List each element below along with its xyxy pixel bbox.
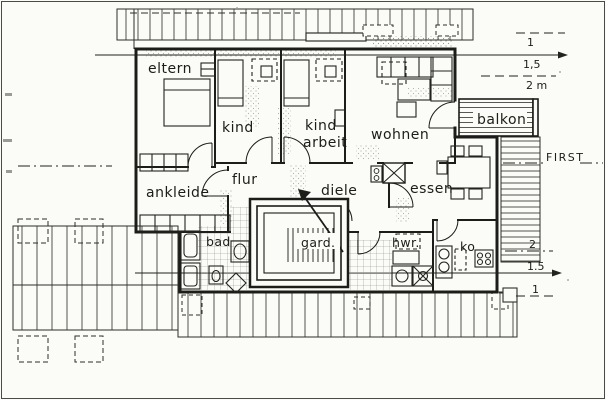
- gard-label-bg: [296, 233, 340, 249]
- roof-hatch-bottom-left: [12, 218, 179, 363]
- room-label-bad: bad: [206, 234, 231, 249]
- door-swings: [187, 101, 459, 255]
- balcony-label-bg: [473, 110, 527, 127]
- stair-block: [248, 189, 350, 289]
- room-label-eltern: eltern: [148, 61, 192, 77]
- tiled-floors: [198, 207, 392, 290]
- stove: [370, 165, 383, 183]
- ridge-label: FIRST: [546, 151, 584, 164]
- furniture-ankleide: [139, 153, 231, 233]
- furniture-eltern: [163, 62, 216, 127]
- room-label-balkon: balkon: [477, 112, 526, 128]
- arrow-head-bottom: [552, 269, 562, 277]
- arrow-head-top: [558, 51, 568, 59]
- roof-hatch-top: [116, 8, 474, 49]
- height-label-bottom-1: 1: [532, 283, 539, 296]
- room-labels: eltern kind kind arbeit wohnen balkon an…: [146, 61, 526, 254]
- height-label-bottom-1-5: 1.5: [527, 260, 545, 273]
- roof-hatch-right: [500, 136, 541, 263]
- room-label-gard: gard.: [301, 235, 335, 250]
- annotation-labels: FIRST 1 1,5 2 m 2 1.5 1: [523, 36, 584, 296]
- roof-hatch-bottom: [177, 287, 518, 338]
- stair-arrow-head: [298, 189, 311, 201]
- room-label-essen: essen: [410, 181, 453, 197]
- fixtures-bad: [180, 230, 250, 294]
- room-label-ko: ko: [460, 239, 475, 254]
- furniture-kind: [217, 58, 278, 107]
- height-label-top-1-5: 1,5: [523, 58, 541, 71]
- balcony: [458, 98, 539, 137]
- room-label-kind: kind: [222, 120, 254, 136]
- height-label-top-1: 1: [527, 36, 534, 49]
- chimney: [370, 162, 406, 184]
- fixtures-ko: [435, 245, 494, 279]
- room-label-kind-arbeit-2: arbeit: [303, 135, 347, 151]
- furniture-wohnen: [376, 56, 453, 118]
- room-label-wohnen: wohnen: [371, 127, 429, 143]
- fixtures-hwr: [391, 233, 434, 287]
- room-label-diele: diele: [321, 183, 357, 199]
- measure-lines: [18, 32, 603, 297]
- height-label-top-2m: 2 m: [526, 79, 547, 92]
- furniture-essen: [436, 145, 491, 200]
- room-label-ankleide: ankleide: [146, 185, 209, 201]
- room-label-kind-arbeit-1: kind: [305, 118, 337, 134]
- height-label-bottom-2: 2: [529, 238, 536, 251]
- room-label-hwr: hwr.: [392, 235, 420, 250]
- furniture-kind-arbeit: [283, 58, 346, 127]
- scan-artifacts: [3, 7, 569, 281]
- room-label-flur: flur: [232, 172, 257, 188]
